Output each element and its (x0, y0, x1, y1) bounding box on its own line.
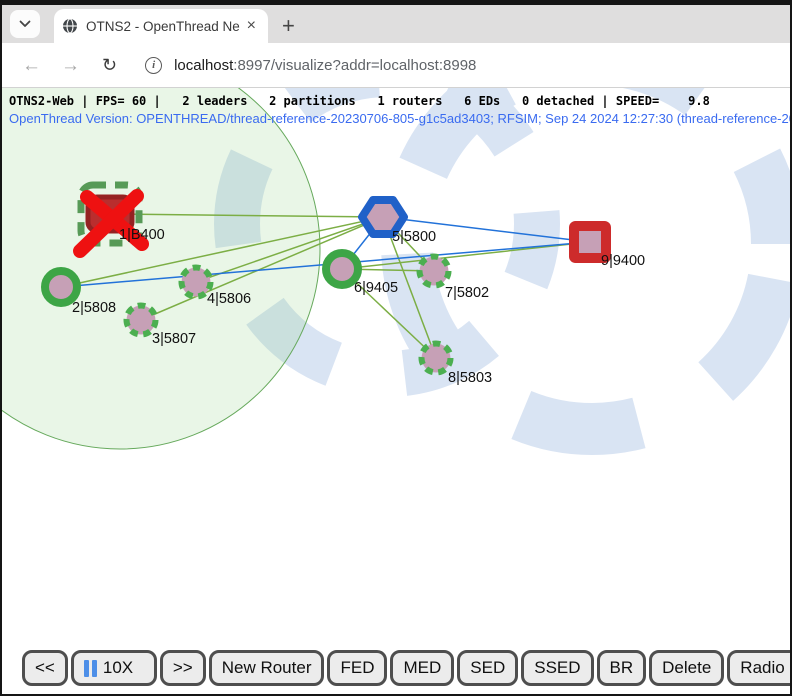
forward-icon[interactable]: → (61, 54, 80, 76)
new-router-button[interactable]: New Router (208, 650, 325, 686)
tab-strip: OTNS2 - OpenThread Ne × + (2, 5, 790, 43)
br-button-label: BR (609, 658, 634, 677)
sed-button-label: SED (470, 658, 506, 677)
node-label-2: 2|5808 (72, 300, 116, 316)
node-label-1: 1|B400 (119, 227, 165, 243)
ssed-button-label: SSED (534, 658, 581, 677)
sed-button[interactable]: SED (457, 650, 519, 686)
node-5-5800[interactable] (358, 196, 408, 238)
ssed-button[interactable]: SSED (521, 650, 594, 686)
url-path: :8997/visualize?addr=localhost:8998 (233, 56, 477, 74)
link-8-5 (382, 216, 437, 359)
url-host: localhost (174, 56, 234, 74)
tab-search-chevron-button[interactable] (10, 10, 40, 38)
speed-button-label: 10X (102, 658, 134, 677)
node-label-7: 7|5802 (445, 285, 489, 301)
link-4-5 (195, 216, 384, 283)
link-8-6 (341, 268, 437, 359)
link-2-5 (60, 216, 384, 288)
med-button[interactable]: MED (390, 650, 455, 686)
link-1-5 (109, 213, 384, 218)
med-button-label: MED (403, 658, 442, 677)
node-3-5807[interactable] (123, 302, 159, 338)
failed-x-icon (73, 189, 144, 258)
reload-icon[interactable]: ↻ (102, 55, 118, 75)
url-field[interactable]: localhost:8997/visualize?addr=localhost:… (174, 57, 476, 74)
node-8-5803[interactable] (418, 340, 454, 376)
window-frame-top (2, 2, 790, 5)
partition-ring-1 (214, 88, 560, 397)
speed-up-button[interactable]: >> (159, 650, 206, 686)
network-canvas: 1|B400 2|5808 3|5807 4|5806 5|5800 6|9405 7|58… (2, 88, 790, 455)
node-2-5808[interactable] (41, 267, 81, 307)
node-label-9: 9|9400 (601, 253, 645, 269)
browser-tab[interactable]: OTNS2 - OpenThread Ne × (54, 9, 268, 43)
radio-off-button-label: Radio Off (740, 658, 790, 677)
new-router-button-label: New Router (221, 658, 312, 677)
speed-up-button-label: >> (172, 658, 193, 677)
new-tab-button[interactable]: + (282, 13, 295, 38)
node-label-8: 8|5803 (448, 370, 492, 386)
radio-off-button[interactable]: Radio Off (727, 650, 790, 686)
node-4-5806[interactable] (178, 264, 214, 300)
globe-favicon-icon (63, 18, 77, 34)
chevron-down-icon (19, 20, 31, 27)
delete-button-label: Delete (662, 658, 712, 677)
selection-box (77, 181, 143, 247)
node-label-5: 5|5800 (392, 229, 436, 245)
radio-range-circle (2, 88, 321, 450)
link-5-9 (382, 216, 591, 243)
speed-down-button[interactable]: << (22, 650, 68, 686)
node-label-6: 6|9405 (354, 280, 398, 296)
partition-ring-2 (381, 88, 790, 455)
toolbar: << 10X >> New Router FED MED SED SSED BR Delete Ra… (22, 650, 790, 686)
site-info-icon[interactable]: i (145, 56, 163, 74)
fed-button-label: FED (340, 658, 375, 677)
speed-button[interactable]: 10X (70, 650, 157, 686)
speed-down-button-label: << (35, 658, 55, 677)
pause-icon (83, 659, 97, 677)
node-6-9405[interactable] (322, 249, 362, 289)
node-7-5802[interactable] (416, 253, 452, 289)
node-label-4: 4|5806 (207, 291, 251, 307)
tab-close-icon[interactable]: × (246, 17, 256, 34)
br-button[interactable]: BR (596, 650, 647, 686)
delete-button[interactable]: Delete (649, 650, 725, 686)
link-3-5 (140, 216, 384, 321)
node-9-9400[interactable] (569, 221, 611, 263)
link-6-9 (341, 241, 591, 270)
fed-button[interactable]: FED (327, 650, 388, 686)
back-icon[interactable]: ← (22, 54, 41, 76)
tab-title: OTNS2 - OpenThread Ne (86, 18, 240, 34)
node-label-3: 3|5807 (152, 331, 196, 347)
address-bar: ← → ↻ i localhost:8997/visualize?addr=lo… (2, 43, 790, 88)
visualizer-content: 1|B400 2|5808 3|5807 4|5806 5|5800 6|9405 7|58… (2, 88, 790, 693)
